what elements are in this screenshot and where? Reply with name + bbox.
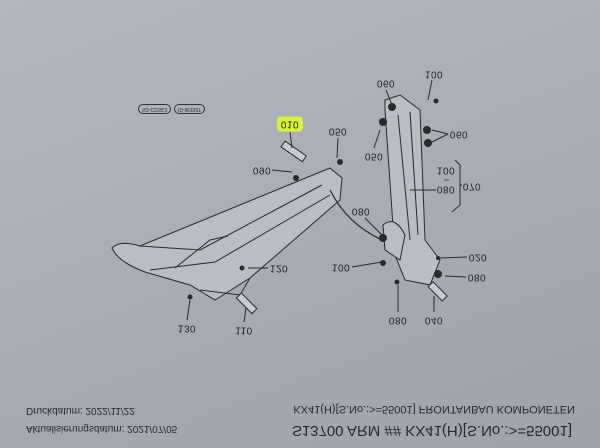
print-date: Druckdatum: 2022/11/22 [26,405,135,416]
pin-040 [427,281,448,302]
update-date: Aktualisierungsdatum: 2021/07/05 [26,423,178,434]
part-label-130[interactable]: 130 [177,322,197,334]
part-label-080[interactable]: 080 [436,183,456,195]
part-label-060[interactable]: 060 [376,77,396,89]
part-label-110[interactable]: 110 [235,324,253,336]
serial-badge-1: SD-CDSE3 [138,104,172,114]
part-label-040[interactable]: 040 [424,314,444,326]
part-label-080[interactable]: 080 [351,205,371,217]
part-label-050[interactable]: 050 [364,150,384,162]
part-label-100[interactable]: 100 [424,68,444,80]
part-label-060[interactable]: 060 [449,128,469,140]
arm-body [111,167,343,301]
part-label-120[interactable]: 120 [269,262,289,274]
part-label-090[interactable]: 090 [252,164,272,176]
pin-110 [235,292,258,315]
diagram-subtitle: KX41(H)[S.No.:>=55001] FRONTANBAU KOMPON… [293,403,575,415]
part-label-050[interactable]: 050 [328,125,348,137]
part-label-070[interactable]: 070 [462,180,482,192]
part-label-080[interactable]: 080 [467,271,487,283]
part-label-100[interactable]: 100 [331,261,351,273]
diagram-title: S13700 ARM ## KX41(H)[S.No.:>=55001] [291,422,572,439]
pin-010 [280,140,308,163]
part-label-020[interactable]: 020 [468,251,488,263]
part-label-080[interactable]: 080 [388,314,408,326]
serial-badge-2: ID-W3S0T [174,104,206,114]
part-label-010-highlighted[interactable]: 010 [276,116,304,132]
